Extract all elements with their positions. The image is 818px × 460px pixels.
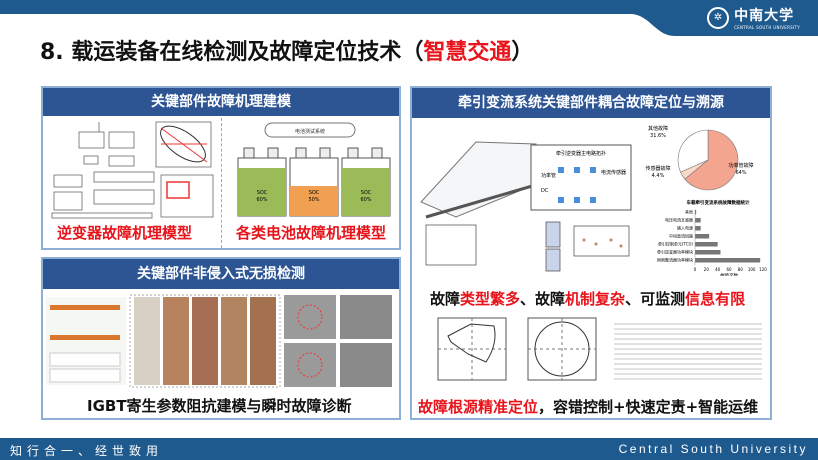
caption-solution-red: 故障根源精准定位: [418, 398, 539, 416]
x-tick-label: 60: [726, 267, 732, 272]
x-tick-label: 120: [759, 267, 767, 272]
panel-title: 关键部件非侵入式无损检测: [43, 259, 399, 289]
battery-soc-value: 60%: [256, 197, 267, 203]
footer-motto: 知行合一、经世致用: [10, 444, 164, 458]
caption-segment: 、故障: [520, 290, 566, 308]
bar: [695, 250, 721, 255]
footer-university: Central South University: [618, 442, 808, 456]
fault-bar-chart: 车载牵引变流系统故障数据统计其他电压电流互感器输入电源中间直流回路牵引控制单元(…: [657, 199, 767, 276]
battery-soc: SOC: [257, 190, 268, 196]
caption-igbt: IGBT寄生参数阻抗建模与瞬时故障诊断: [87, 397, 352, 415]
title-highlight: 智慧交通: [423, 40, 512, 65]
panel-title: 牵引变流系统关键部件耦合故障定位与溯源: [412, 88, 770, 118]
header-band: [0, 0, 818, 36]
bar-category-label: 中间直流回路: [669, 233, 693, 239]
pie-value: 64%: [735, 170, 746, 176]
bar: [695, 242, 718, 247]
page-title: 8. 载运装备在线检测及故障定位技术（智慧交通）: [40, 34, 533, 66]
caption-solution-black: ，容错控制+快速定责+智能运维: [538, 398, 759, 416]
bar-category-label: 其他: [685, 209, 693, 215]
chart-title: 车载牵引变流系统故障数据统计: [687, 199, 750, 206]
train-circuit-figure: 牵引逆变器主电路拓扑 功率管 电流传感器 DC: [420, 141, 632, 272]
bar-category-label: 电压电流互感器: [665, 217, 693, 223]
title-end: ）: [511, 40, 534, 65]
bar-category-label: 网侧整流器功率模块: [657, 257, 693, 263]
divider: [221, 118, 222, 248]
caption-challenges: 故障类型繁多、故障机制复杂、可监测信息有限: [430, 288, 745, 309]
x-tick-label: 100: [748, 267, 756, 272]
pie-slice: [677, 129, 709, 173]
logo-en: CENTRAL SOUTH UNIVERSITY: [734, 25, 800, 30]
caption-segment: 类型繁多: [460, 290, 521, 308]
panel-title: 关键部件故障机理建模: [43, 88, 399, 116]
switch-label: 功率管: [541, 172, 556, 179]
circuit-title: 牵引逆变器主电路拓扑: [556, 150, 606, 157]
bar-category-label: 牵引逆变器功率模块: [657, 249, 693, 255]
pie-value: 4.4%: [652, 173, 665, 179]
battery-system-label: 电池测试系统: [295, 128, 325, 135]
caption-segment: 故障: [430, 290, 461, 308]
x-tick-label: 20: [704, 267, 710, 272]
x-tick-label: 80: [738, 267, 744, 272]
inverter-model-figure: [51, 121, 214, 219]
x-tick-label: 40: [715, 267, 721, 272]
bar: [695, 226, 701, 231]
bar-category-label: 牵引控制单元(TCU): [658, 241, 693, 247]
pie-slice: [684, 129, 739, 191]
panel-nondestructive-detection: 关键部件非侵入式无损检测 IGBT寄生参数阻抗建模与瞬时故障诊断: [41, 257, 401, 420]
footer-bar: 知行合一、经世致用 Central South University: [0, 438, 818, 460]
caption-battery: 各类电池故障机理模型: [236, 224, 387, 242]
logo-name: 中南大学: [734, 8, 795, 24]
battery-soc: SOC: [361, 190, 372, 196]
panel-fault-location: 牵引变流系统关键部件耦合故障定位与溯源 牵引逆变器主电路拓扑 功率管 电流传感器…: [410, 86, 772, 420]
seal-icon: ✲: [707, 6, 730, 29]
igbt-images: [46, 294, 392, 388]
pie-label: 其他故障: [648, 125, 668, 132]
bar: [695, 218, 701, 223]
pie-label: 功率管故障: [728, 162, 753, 169]
bar: [695, 258, 761, 263]
caption-segment: 机制复杂: [565, 290, 626, 308]
caption-segment: 信息有限: [685, 290, 746, 308]
bar: [695, 234, 710, 239]
battery-soc: SOC: [309, 190, 320, 196]
x-axis-label: 故障次数: [720, 272, 738, 276]
trajectory-plots: [437, 317, 764, 382]
x-tick-label: 0: [694, 267, 697, 272]
caption-inverter: 逆变器故障机理模型: [57, 224, 193, 242]
pie-label: 传感器故障: [645, 165, 670, 172]
battery-soc-value: 50%: [308, 197, 319, 203]
dc-label: DC: [541, 188, 549, 194]
battery-soc-value: 60%: [360, 197, 371, 203]
title-main: 8. 载运装备在线检测及故障定位技术（: [40, 40, 424, 65]
sensor-label: 电流传感器: [601, 169, 626, 176]
caption-segment: 、可监测: [625, 290, 686, 308]
bar: [695, 210, 697, 215]
caption-solution: 故障根源精准定位，容错控制+快速定责+智能运维: [418, 396, 758, 417]
pie-value: 31.6%: [650, 133, 666, 139]
bar-category-label: 输入电源: [677, 225, 693, 231]
